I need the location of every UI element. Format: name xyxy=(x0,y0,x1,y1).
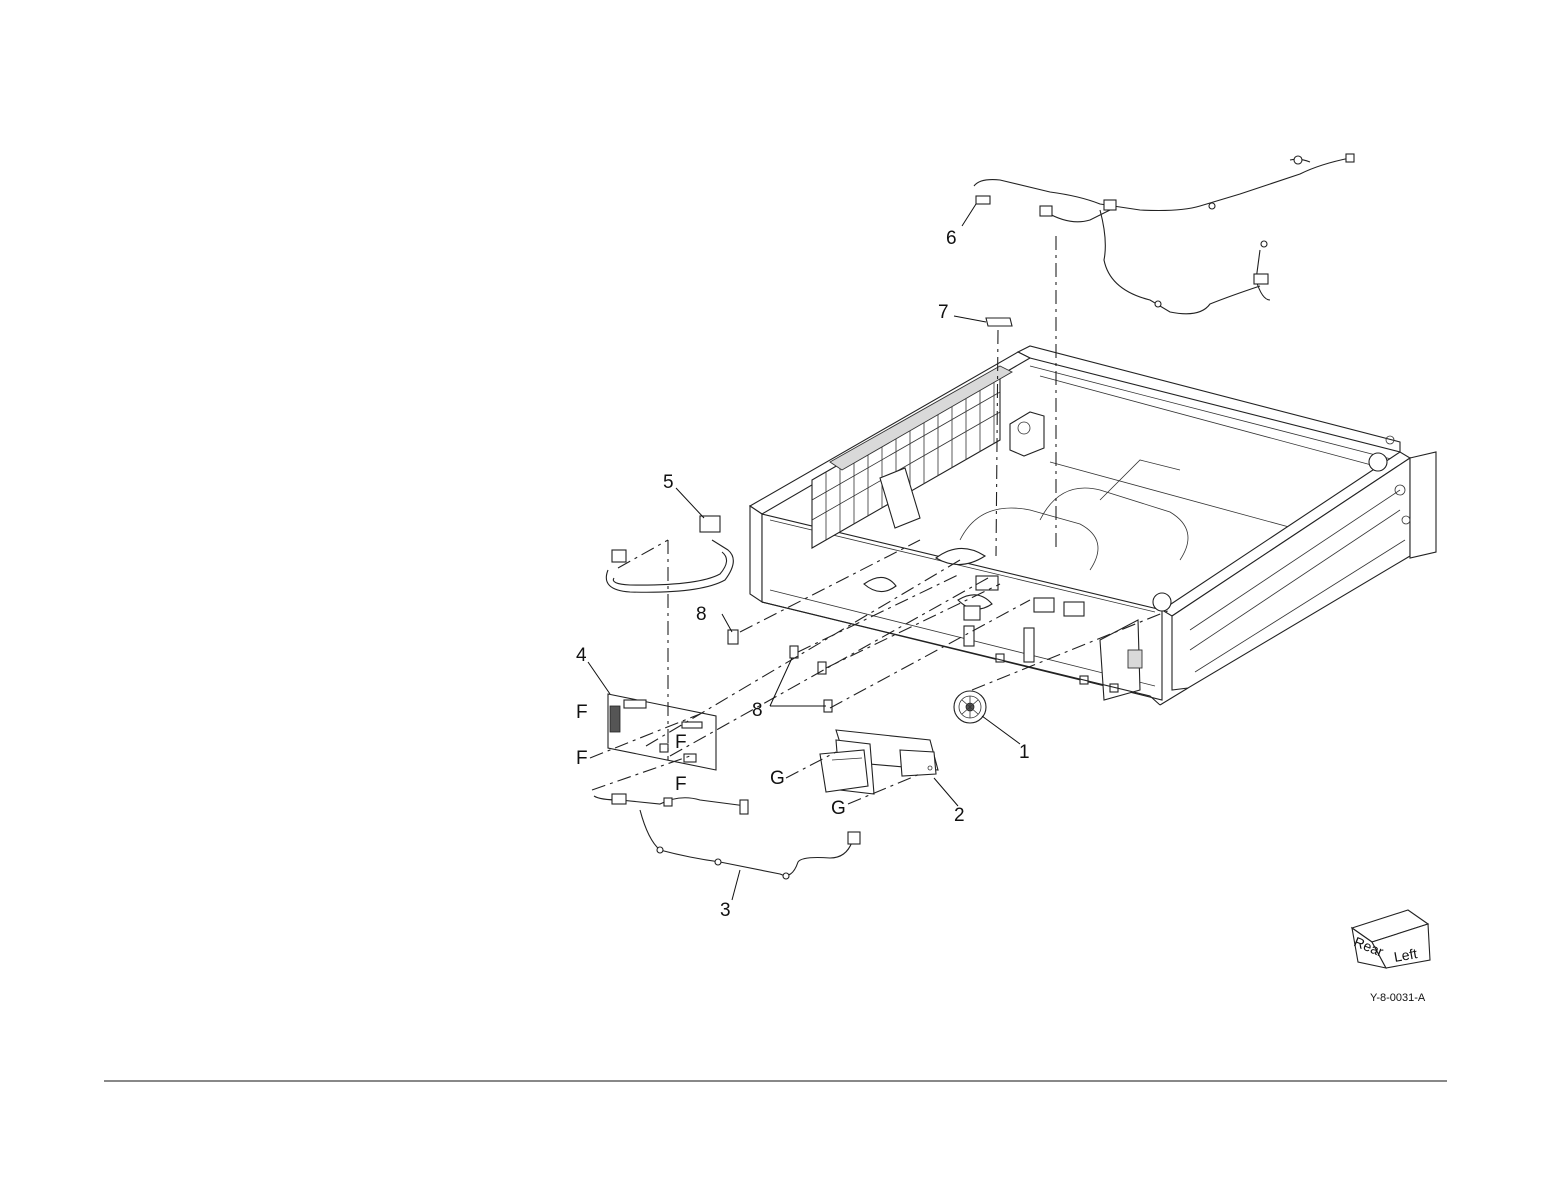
part-3-harness xyxy=(594,794,860,879)
part-1-roll xyxy=(954,691,986,723)
orientation-cube: Rear Left xyxy=(1352,910,1430,968)
part-7-pad xyxy=(986,318,1012,326)
callout-6: 6 xyxy=(946,228,957,249)
ref-f-3: F xyxy=(675,732,687,753)
callout-8-upper: 8 xyxy=(696,604,707,625)
callout-1: 1 xyxy=(1019,742,1030,763)
ref-f-2: F xyxy=(576,748,588,769)
part-5-cable xyxy=(606,516,733,592)
callout-3: 3 xyxy=(720,900,731,921)
part-2-motor-bracket xyxy=(820,730,938,794)
ref-f-4: F xyxy=(675,774,687,795)
figure-id: Y-8-0031-A xyxy=(1370,992,1426,1004)
callout-5: 5 xyxy=(663,472,674,493)
callout-7: 7 xyxy=(938,302,949,323)
tray-frame xyxy=(750,346,1436,705)
ref-f-1: F xyxy=(576,702,588,723)
part-6-harness xyxy=(974,154,1354,314)
part-4-pwb xyxy=(608,694,716,770)
callout-4: 4 xyxy=(576,645,587,666)
ref-g-1: G xyxy=(770,768,785,789)
ref-g-2: G xyxy=(831,798,846,819)
part-8-clips xyxy=(728,630,832,712)
callout-2: 2 xyxy=(954,805,965,826)
callout-8-lower: 8 xyxy=(752,700,763,721)
